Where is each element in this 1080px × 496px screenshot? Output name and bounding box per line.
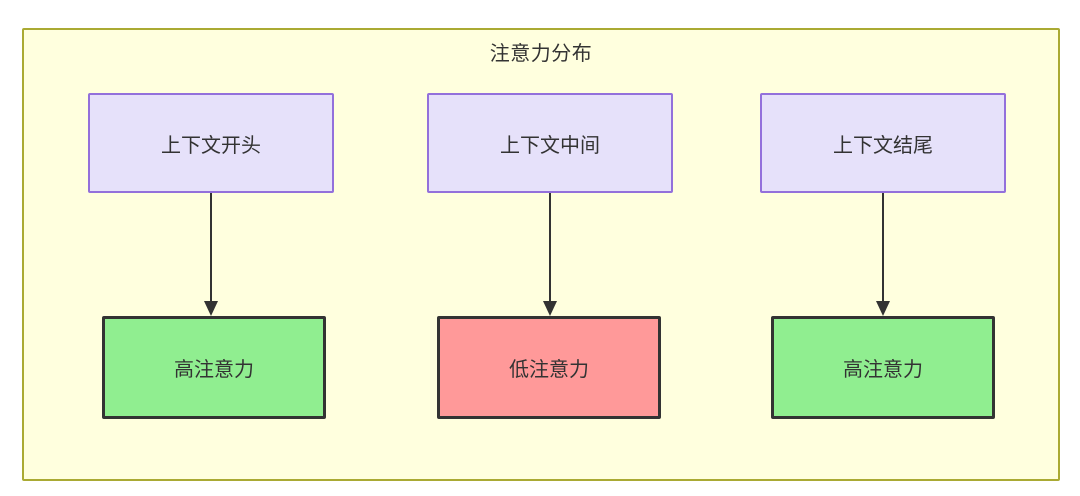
node-context-beginning[interactable]: 上下文开头 [88,93,334,193]
node-context-end[interactable]: 上下文结尾 [760,93,1006,193]
node-label: 低注意力 [509,359,589,381]
node-label: 上下文开头 [161,134,261,157]
node-high-attention-beginning[interactable]: 高注意力 [102,316,326,419]
node-label: 上下文中间 [500,134,600,157]
node-high-attention-end[interactable]: 高注意力 [771,316,995,419]
subgraph-title: 注意力分布 [489,43,593,65]
node-label: 上下文结尾 [833,134,933,157]
node-label: 高注意力 [843,359,923,381]
node-context-middle[interactable]: 上下文中间 [427,93,673,193]
node-low-attention-middle[interactable]: 低注意力 [437,316,661,419]
node-label: 高注意力 [174,359,254,381]
